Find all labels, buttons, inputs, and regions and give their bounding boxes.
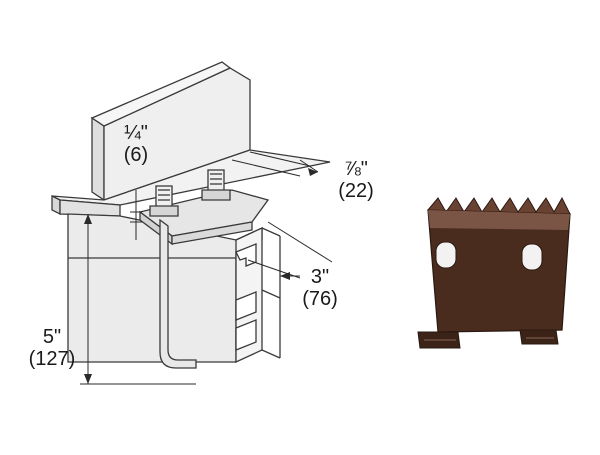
dim-width-mm: (22): [338, 180, 374, 202]
beam-flange-front: [51, 194, 61, 216]
i-beam: [51, 61, 331, 217]
clip-foot-right: [519, 329, 559, 345]
clip-slot-left: [435, 241, 457, 269]
hook-bolt: [159, 218, 197, 369]
nut-left: [149, 185, 179, 217]
dim-width-inches: ⅞": [344, 158, 368, 180]
channel-profile-top: [235, 243, 257, 267]
dim-gap-label: ¼" (6): [112, 122, 160, 166]
clip-photo: [417, 196, 571, 349]
dim-height-label: 5" (127): [20, 326, 84, 370]
dim-height-inches: 5": [42, 326, 62, 348]
dim-height-mm: (127): [28, 348, 76, 370]
dim-depth-label: 3" (76): [292, 266, 348, 310]
channel-profile-mid: [235, 291, 257, 321]
nut-right: [201, 169, 231, 201]
beam-web-top: [90, 61, 232, 127]
dim-gap-mm: (6): [123, 144, 149, 166]
dim-depth-inches: 3": [310, 266, 330, 288]
beam-web-front: [91, 116, 105, 202]
dim-gap-inches: ¼": [124, 122, 148, 144]
clamp-assembly: [138, 169, 270, 369]
channel-profile-bottom: [235, 319, 257, 351]
clip-bend: [428, 210, 570, 230]
dim-depth-mm: (76): [302, 288, 338, 310]
clamp-plate-edge: [171, 221, 253, 245]
clip-slot-right: [521, 243, 543, 271]
clip-teeth: [426, 196, 571, 215]
dimension-arrows: [84, 168, 318, 384]
dim-width-label: ⅞" (22): [328, 158, 384, 202]
